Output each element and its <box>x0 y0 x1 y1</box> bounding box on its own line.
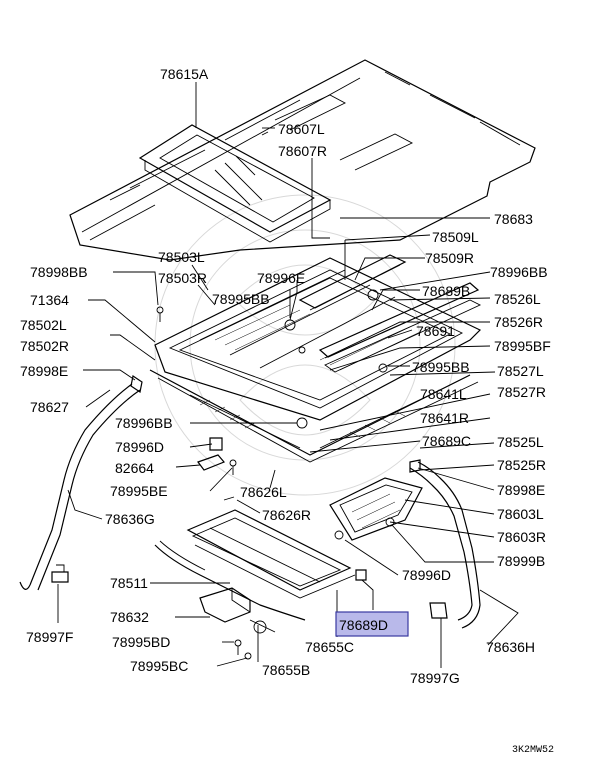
label-78995BD[interactable]: 78995BD <box>112 634 170 650</box>
label-78998BB[interactable]: 78998BB <box>30 264 88 280</box>
label-78999B[interactable]: 78999B <box>497 553 545 569</box>
label-78503L[interactable]: 78503L <box>158 249 205 265</box>
part-labels: 78615A 78607L 78607R 78683 78509L 78509R… <box>20 66 551 686</box>
motor-bracket <box>329 477 423 541</box>
label-78502L[interactable]: 78502L <box>20 317 67 333</box>
label-78525L[interactable]: 78525L <box>497 434 544 450</box>
label-82664[interactable]: 82664 <box>115 460 154 476</box>
label-78627[interactable]: 78627 <box>30 399 69 415</box>
label-78511[interactable]: 78511 <box>110 575 148 591</box>
label-78526L[interactable]: 78526L <box>494 291 541 307</box>
label-78995BF[interactable]: 78995BF <box>494 338 551 354</box>
label-78526R[interactable]: 78526R <box>494 314 543 330</box>
label-78636H[interactable]: 78636H <box>486 639 535 655</box>
label-78996BB-a[interactable]: 78996BB <box>490 264 548 280</box>
label-78636G[interactable]: 78636G <box>105 511 155 527</box>
label-78503R[interactable]: 78503R <box>158 270 207 286</box>
label-78996BB-b[interactable]: 78996BB <box>115 415 173 431</box>
label-71364[interactable]: 71364 <box>30 292 69 308</box>
label-78626R[interactable]: 78626R <box>262 507 311 523</box>
label-78603R[interactable]: 78603R <box>497 529 546 545</box>
frame-assembly <box>149 254 482 463</box>
label-78689B[interactable]: 78689B <box>422 283 470 299</box>
label-78502R[interactable]: 78502R <box>20 338 69 354</box>
label-78632[interactable]: 78632 <box>110 609 149 625</box>
label-78626L[interactable]: 78626L <box>240 484 287 500</box>
label-78995BC[interactable]: 78995BC <box>130 658 188 674</box>
leader-lines <box>57 82 519 668</box>
label-78691[interactable]: 78691 <box>416 323 455 339</box>
label-78525R[interactable]: 78525R <box>497 457 546 473</box>
label-78996D-a[interactable]: 78996D <box>115 439 164 455</box>
label-78527R[interactable]: 78527R <box>497 384 546 400</box>
label-78997F[interactable]: 78997F <box>26 629 73 645</box>
label-78683[interactable]: 78683 <box>494 211 533 227</box>
label-78689D[interactable]: 78689D <box>339 617 388 633</box>
label-78641R[interactable]: 78641R <box>420 410 469 426</box>
label-78607L[interactable]: 78607L <box>278 121 325 137</box>
label-78655C[interactable]: 78655C <box>305 639 354 655</box>
label-78527L[interactable]: 78527L <box>497 363 544 379</box>
label-78509L[interactable]: 78509L <box>432 229 479 245</box>
label-78607R[interactable]: 78607R <box>278 143 327 159</box>
diagram-code: 3K2MW52 <box>512 745 554 756</box>
label-78615A[interactable]: 78615A <box>160 66 209 82</box>
drain-hose-left <box>19 375 143 591</box>
drain-hose-right <box>409 461 481 629</box>
label-78603L[interactable]: 78603L <box>497 506 544 522</box>
label-78998E-a[interactable]: 78998E <box>20 363 68 379</box>
drive-cable <box>154 540 306 634</box>
label-78689C[interactable]: 78689C <box>422 433 471 449</box>
label-78995BE[interactable]: 78995BE <box>110 483 168 499</box>
label-78997G[interactable]: 78997G <box>410 670 460 686</box>
watermark <box>154 194 456 496</box>
fasteners <box>156 289 421 660</box>
label-78998E-b[interactable]: 78998E <box>497 482 545 498</box>
sunroof-glass <box>138 124 332 243</box>
label-78996D-b[interactable]: 78996D <box>402 567 451 583</box>
label-78655B[interactable]: 78655B <box>262 662 310 678</box>
roof-panel <box>69 59 536 261</box>
sunshade <box>186 509 356 599</box>
highlight-78689D-box <box>335 611 409 637</box>
label-78509R[interactable]: 78509R <box>425 250 474 266</box>
label-78995BB-a[interactable]: 78995BB <box>212 291 270 307</box>
label-78996E[interactable]: 78996E <box>257 270 305 286</box>
label-78995BB-b[interactable]: 78995BB <box>412 359 470 375</box>
label-78641L[interactable]: 78641L <box>420 386 467 402</box>
